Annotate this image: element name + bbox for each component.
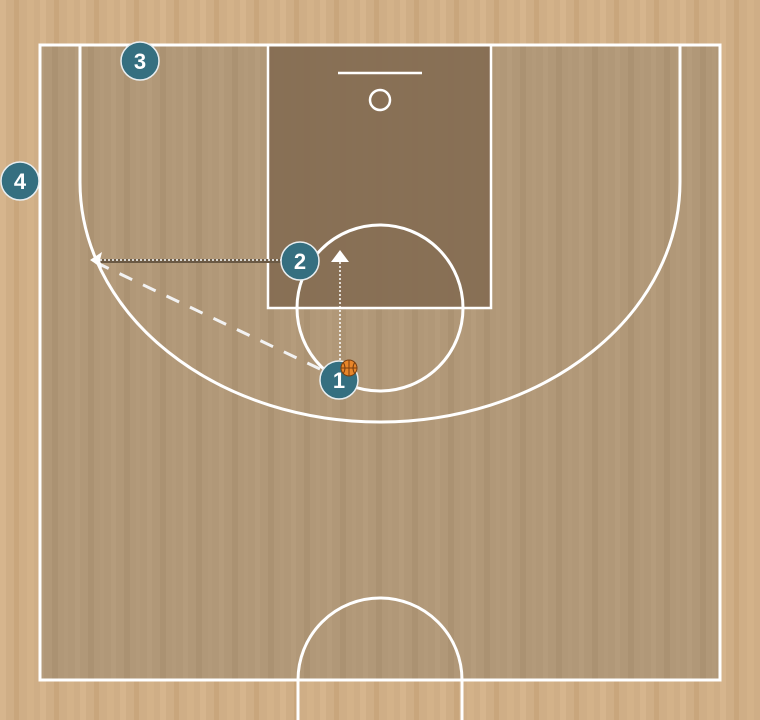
hoop-icon xyxy=(368,88,392,112)
lane-lines xyxy=(266,43,493,310)
player-4-label: 4 xyxy=(14,169,27,194)
drive-arrow-head xyxy=(331,250,349,262)
player-3[interactable]: 3 xyxy=(120,41,160,81)
cut-arrow-head xyxy=(90,252,102,268)
player-4[interactable]: 4 xyxy=(0,161,40,201)
basketball-icon xyxy=(340,359,358,377)
player-1-label: 1 xyxy=(333,368,345,393)
three-point-line xyxy=(78,45,682,424)
center-circle xyxy=(296,596,464,720)
player-2-label: 2 xyxy=(294,249,306,274)
free-throw-circle xyxy=(295,223,465,393)
player-2[interactable]: 2 xyxy=(280,241,320,281)
player-3-label: 3 xyxy=(134,49,146,74)
